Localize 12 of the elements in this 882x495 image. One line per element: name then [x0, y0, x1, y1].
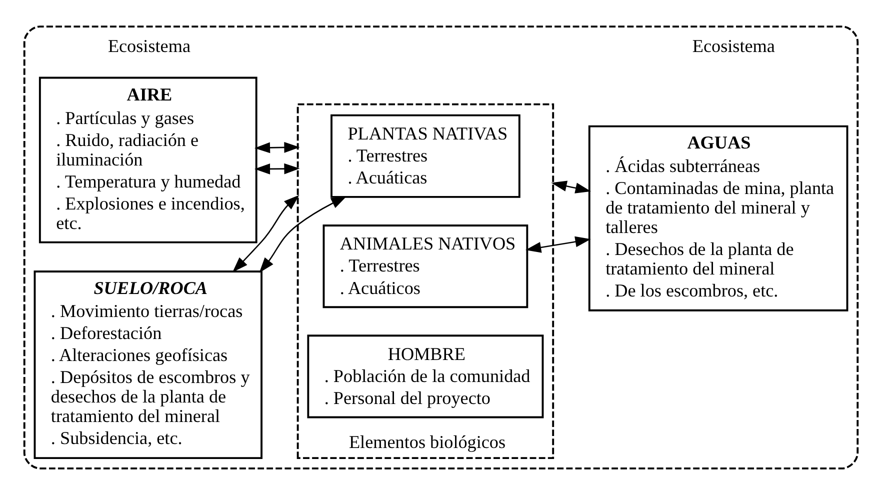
node-box: PLANTAS NATIVAS . Terrestres . Acuáticas	[330, 114, 520, 198]
arrow	[551, 180, 591, 194]
node-box: HOMBRE . Población de la comunidad . Personal del proyecto	[307, 334, 544, 418]
arrow	[254, 142, 300, 154]
node-box: ANIMALES NATIVOS . Terrestres . Acuáticos	[322, 224, 528, 308]
arrow	[254, 163, 300, 174]
node-box: AIRE . Partículas y gases . Ruido, radiación e iluminación . Temperatura y humedad . Explosiones e incendios, etc.	[38, 76, 258, 244]
arrow	[526, 236, 591, 253]
node-box: SUELO/ROCA . Movimiento tierras/rocas . Deforestación . Alteraciones geofísicas . Depósitos de escombros y desechos de la planta de tratamiento del mineral . Subsidencia, etc.	[34, 270, 262, 460]
arrow	[232, 195, 300, 272]
node-box: AGUAS . Ácidas subterráneas . Contaminadas de mina, planta de tratamiento del mineral y talleres . Desechos de la planta de tratamiento del mineral . De los escombros, etc.	[588, 125, 848, 312]
arrow	[259, 196, 347, 273]
